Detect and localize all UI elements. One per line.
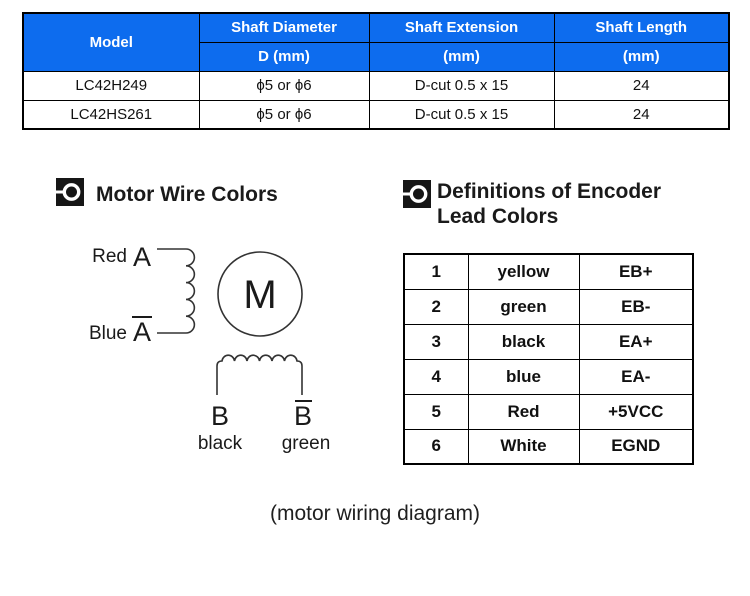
spec-cell-shaft-extension: D-cut 0.5 x 15 [368,99,555,130]
spec-row: LC42H249 ϕ5 or ϕ6 D-cut 0.5 x 15 24 [22,70,730,101]
encoder-lead-colors-title: Definitions of Encoder Lead Colors [437,180,662,228]
encoder-color: green [467,288,580,325]
encoder-color: yellow [467,253,580,290]
spec-header-shaft-diameter: Shaft Diameter [198,12,370,43]
wire-color-label-black: black [198,433,243,454]
terminal-label-b: B [211,401,229,431]
encoder-row: 4 blue EA- [403,358,694,395]
spec-row: LC42HS261 ϕ5 or ϕ6 D-cut 0.5 x 15 24 [22,99,730,130]
encoder-row: 6 White EGND [403,428,694,465]
encoder-table: 1 yellow EB+ 2 green EB- 3 black EA+ 4 b… [403,253,694,465]
phase-b-coil [216,354,303,395]
spec-header-shaft-extension-unit: (mm) [368,41,555,72]
encoder-pin: 1 [403,253,469,290]
encoder-row: 5 Red +5VCC [403,393,694,430]
spec-cell-shaft-extension: D-cut 0.5 x 15 [368,70,555,101]
wire-color-label-blue: Blue [89,323,127,344]
encoder-pin: 2 [403,288,469,325]
spec-header-row-2: D (mm) (mm) (mm) [23,41,730,72]
spec-header-model: Model [22,12,200,72]
encoder-color: black [467,323,580,360]
spec-table: Model Shaft Diameter Shaft Extension Sha… [22,12,730,130]
motor-wiring-diagram: Red A Blue A M B B black green [89,242,331,454]
spec-cell-shaft-length: 24 [553,99,730,130]
spec-header-shaft-diameter-unit: D (mm) [198,41,370,72]
bullseye-icon [403,180,431,208]
motor-wire-colors-title: Motor Wire Colors [96,183,278,206]
terminal-label-a: A [133,242,151,272]
encoder-pin: 6 [403,428,469,465]
encoder-signal: EGND [578,428,694,465]
wire-color-label-red: Red [92,246,127,267]
motor-circle [217,251,303,337]
encoder-row: 3 black EA+ [403,323,694,360]
motor-symbol: M [243,273,276,317]
spec-cell-model: LC42H249 [22,70,200,101]
encoder-color: Red [467,393,580,430]
spec-header-row-1: Model Shaft Diameter Shaft Extension Sha… [22,12,730,72]
encoder-signal: EA- [578,358,694,395]
spec-header-shaft-length-unit: (mm) [553,41,730,72]
spec-header-shaft-extension: Shaft Extension [368,12,555,43]
encoder-signal: EB+ [578,253,694,290]
bullseye-icon [56,178,84,206]
encoder-signal: EA+ [578,323,694,360]
encoder-pin: 4 [403,358,469,395]
spec-cell-shaft-length: 24 [553,70,730,101]
encoder-row: 1 yellow EB+ [403,253,694,290]
diagram-caption: (motor wiring diagram) [269,502,481,525]
phase-a-coil [185,248,196,334]
encoder-signal: +5VCC [578,393,694,430]
encoder-pin: 5 [403,393,469,430]
spec-cell-shaft-diameter: ϕ5 or ϕ6 [198,99,370,130]
encoder-color: White [467,428,580,465]
spec-cell-shaft-diameter: ϕ5 or ϕ6 [198,70,370,101]
encoder-color: blue [467,358,580,395]
wire-color-label-green: green [282,433,331,454]
encoder-pin: 3 [403,323,469,360]
encoder-signal: EB- [578,288,694,325]
spec-cell-model: LC42HS261 [22,99,200,130]
terminal-label-b-bar: B [294,401,312,431]
spec-header-shaft-length: Shaft Length [553,12,730,43]
encoder-row: 2 green EB- [403,288,694,325]
terminal-label-a-bar: A [133,317,151,347]
